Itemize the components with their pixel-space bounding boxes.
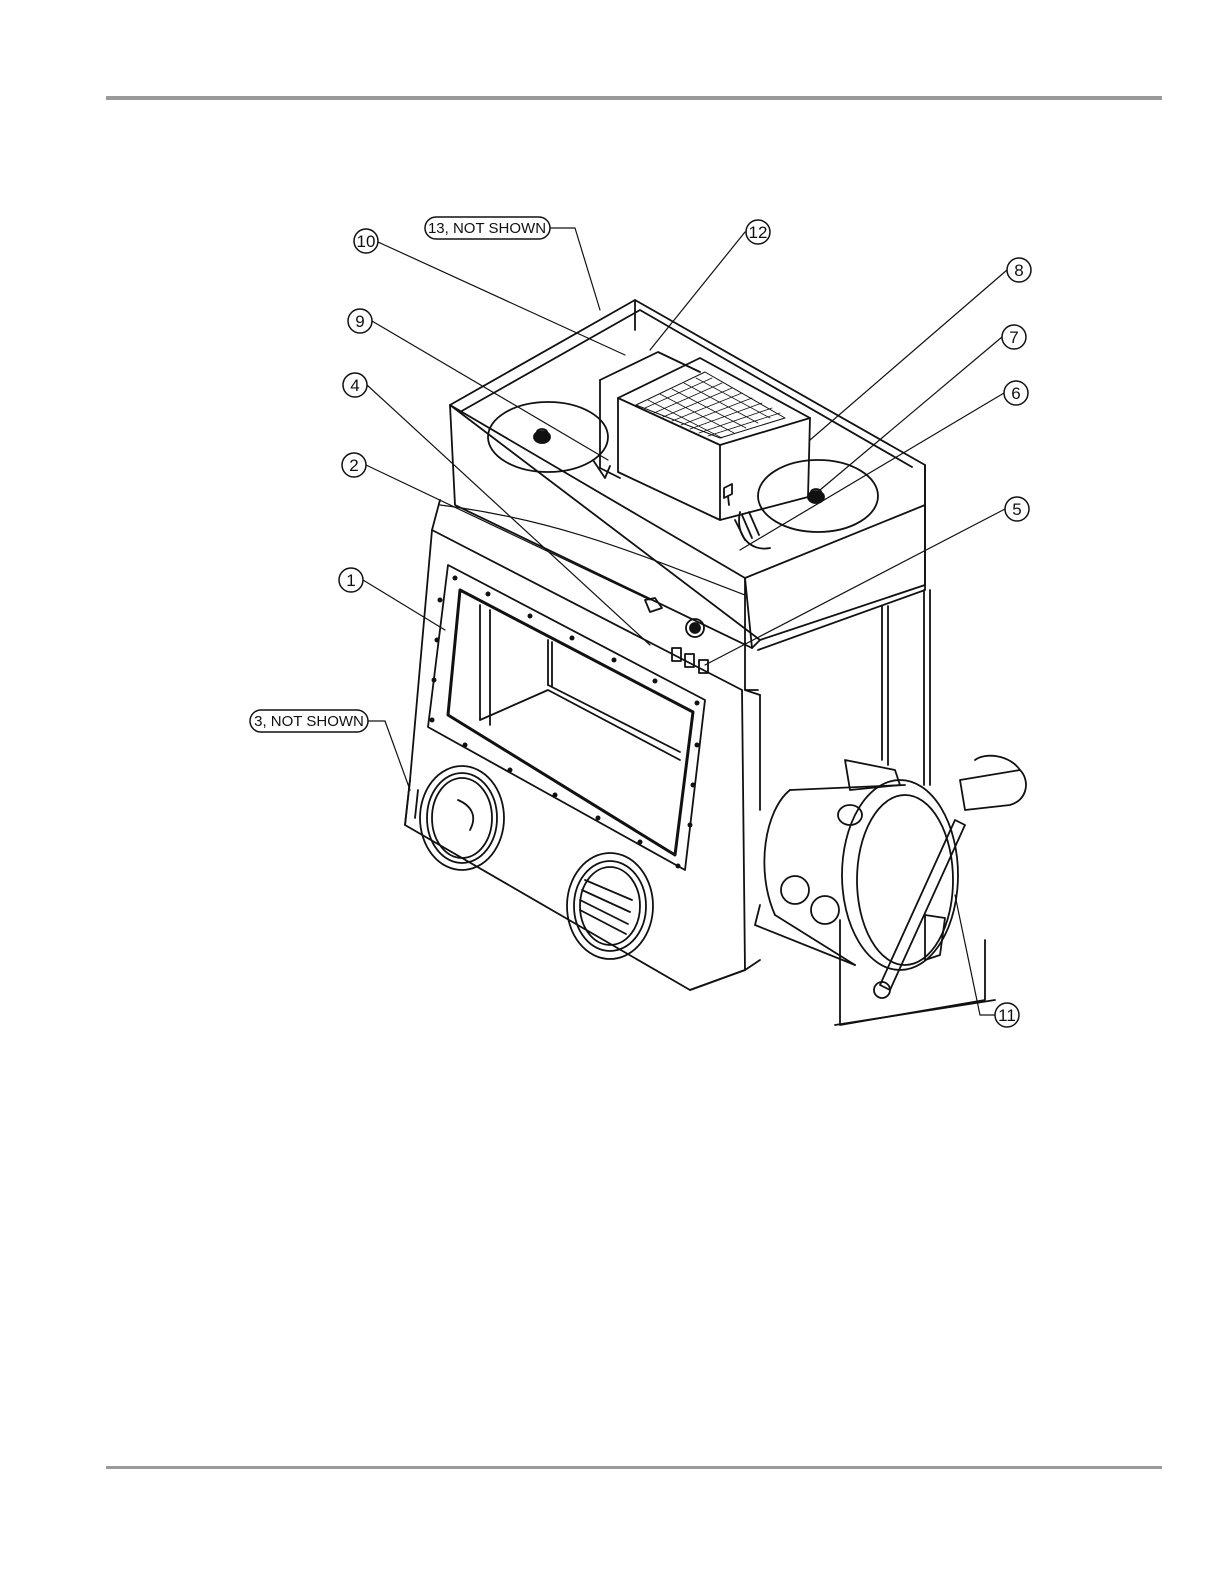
callout-c9: 9 bbox=[348, 309, 372, 333]
svg-text:8: 8 bbox=[1014, 261, 1023, 280]
callout-c1: 1 bbox=[339, 568, 363, 592]
callout-c12: 12 bbox=[746, 220, 770, 244]
front-window bbox=[428, 565, 705, 870]
callout-c11: 11 bbox=[995, 1003, 1019, 1027]
antechamber bbox=[755, 760, 905, 965]
blower-box bbox=[600, 352, 810, 520]
svg-text:4: 4 bbox=[350, 376, 359, 395]
svg-text:9: 9 bbox=[355, 312, 364, 331]
glove-port-left bbox=[420, 766, 504, 870]
filter-cover-right bbox=[735, 460, 878, 549]
callout-c10: 10 bbox=[354, 229, 378, 253]
svg-text:13, NOT SHOWN: 13, NOT SHOWN bbox=[428, 220, 546, 237]
vent-grille bbox=[645, 378, 780, 438]
antechamber-door bbox=[835, 756, 1026, 1025]
callout-c8: 8 bbox=[1007, 258, 1031, 282]
callout-c7: 7 bbox=[1002, 325, 1026, 349]
svg-text:3, NOT SHOWN: 3, NOT SHOWN bbox=[254, 713, 364, 730]
svg-text:11: 11 bbox=[998, 1006, 1016, 1025]
note-3-not-shown: 3, NOT SHOWN bbox=[250, 710, 368, 732]
callout-c4: 4 bbox=[343, 373, 367, 397]
filter-cover-left bbox=[488, 402, 610, 478]
callout-c6: 6 bbox=[1004, 381, 1028, 405]
callout-c2: 2 bbox=[342, 453, 366, 477]
leader-lines bbox=[363, 228, 1007, 1015]
svg-text:7: 7 bbox=[1009, 328, 1018, 347]
svg-text:6: 6 bbox=[1011, 384, 1020, 403]
svg-text:2: 2 bbox=[349, 456, 358, 475]
svg-text:5: 5 bbox=[1012, 500, 1021, 519]
control-strip bbox=[440, 505, 745, 673]
window-bolts bbox=[430, 576, 700, 869]
note-13-not-shown: 13, NOT SHOWN bbox=[425, 217, 550, 239]
svg-text:10: 10 bbox=[357, 232, 376, 251]
svg-text:1: 1 bbox=[346, 571, 355, 590]
svg-text:12: 12 bbox=[749, 223, 768, 242]
callout-c5: 5 bbox=[1005, 497, 1029, 521]
